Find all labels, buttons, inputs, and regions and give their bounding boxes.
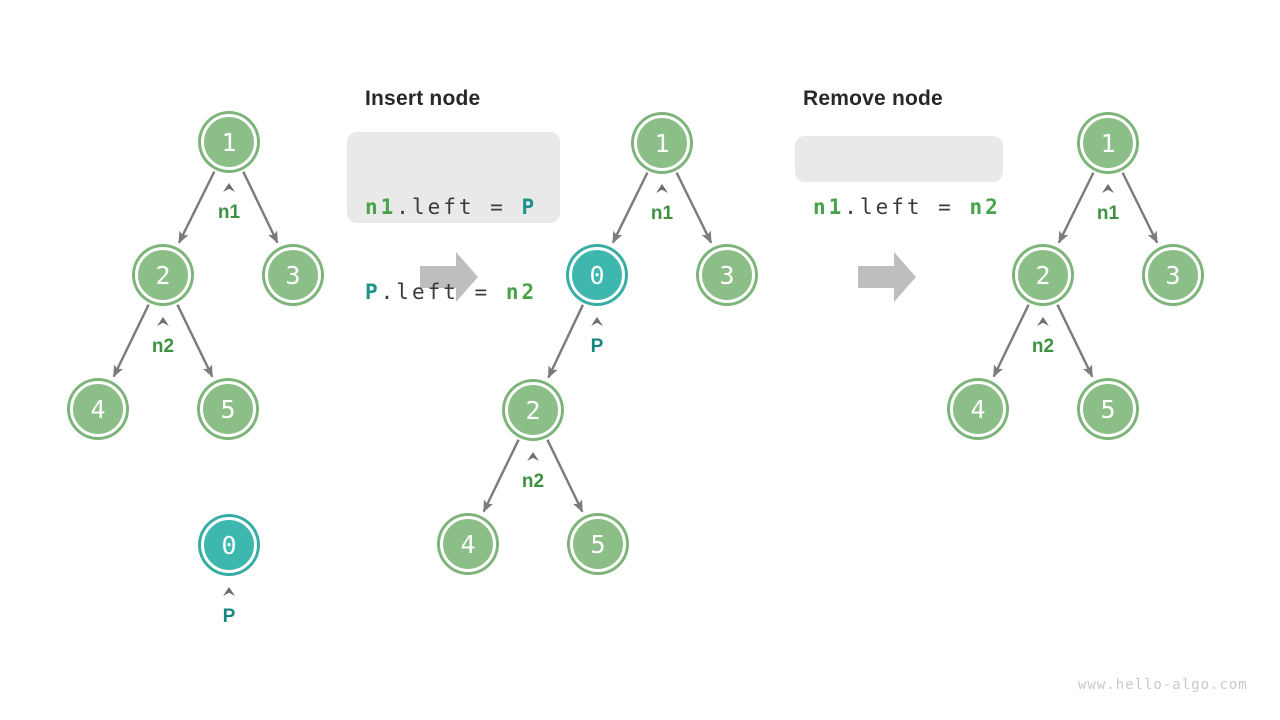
pointer-label-text: P [222, 606, 236, 627]
code-token-eq: = [474, 195, 522, 219]
node-insert-2: 2 [505, 382, 561, 438]
node-value: 0 [221, 530, 237, 560]
node-value: 3 [285, 260, 301, 290]
pointer-label-n2-remove: n2 [1013, 316, 1073, 356]
code-token-eq: = [922, 195, 970, 219]
node-before-4: 4 [70, 381, 126, 437]
pointer-label-p-insert: P [567, 316, 627, 356]
code-line: P.left = n2 [365, 274, 560, 311]
pointer-label-p-before: P [199, 586, 259, 626]
node-value: 1 [1100, 128, 1116, 158]
node-value: 2 [155, 260, 171, 290]
up-arrow-icon [223, 587, 235, 596]
code-token-n1: n1 [813, 195, 845, 219]
node-value: 2 [525, 395, 541, 425]
pointer-label-n1-insert: n1 [632, 183, 692, 223]
code-token-n1: n1 [365, 195, 397, 219]
node-value: 3 [1165, 260, 1181, 290]
node-insert-3: 3 [699, 247, 755, 303]
node-insert-1: 1 [634, 115, 690, 171]
node-value: 0 [589, 260, 605, 290]
pointer-label-text: n2 [151, 336, 175, 357]
insert-code-box: n1.left = P P.left = n2 [347, 132, 560, 304]
up-arrow-icon [527, 452, 539, 461]
up-arrow-icon [656, 184, 668, 193]
code-token-p: P [365, 280, 381, 304]
pointer-label-n2-before: n2 [133, 316, 193, 356]
node-remove-4: 4 [950, 381, 1006, 437]
up-arrow-icon [157, 317, 169, 326]
pointer-label-n2-insert: n2 [503, 451, 563, 491]
node-remove-5: 5 [1080, 381, 1136, 437]
node-value: 4 [460, 529, 476, 559]
remove-code-box: n1.left = n2 [795, 136, 1003, 219]
node-remove-1: 1 [1080, 115, 1136, 171]
node-value: 4 [970, 394, 986, 424]
node-remove-3: 3 [1145, 247, 1201, 303]
up-arrow-icon [223, 183, 235, 192]
up-arrow-icon [1037, 317, 1049, 326]
pointer-label-text: n1 [650, 203, 674, 224]
code-token-n2: n2 [505, 280, 538, 304]
code-token-eq: = [458, 280, 506, 304]
code-token-prop: .left [380, 280, 459, 304]
code-token-p: P [521, 195, 538, 219]
remove-node-title: Remove node [803, 87, 943, 110]
node-value: 1 [654, 128, 670, 158]
node-value: 3 [719, 260, 735, 290]
pointer-label-n1-remove: n1 [1078, 183, 1138, 223]
up-arrow-icon [591, 317, 603, 326]
pointer-label-text: n2 [521, 471, 545, 492]
node-before-5: 5 [200, 381, 256, 437]
node-value: 1 [221, 127, 237, 157]
insert-node-title: Insert node [365, 87, 481, 110]
up-arrow-icon [1102, 184, 1114, 193]
code-token-prop: .left [844, 195, 923, 219]
node-before-0-new: 0 [201, 517, 257, 573]
node-value: 5 [1100, 394, 1116, 424]
code-token-prop: .left [396, 195, 475, 219]
node-before-2: 2 [135, 247, 191, 303]
watermark-url: www.hello-algo.com [1078, 677, 1248, 693]
node-before-1: 1 [201, 114, 257, 170]
node-remove-2: 2 [1015, 247, 1071, 303]
pointer-label-text: n2 [1031, 336, 1055, 357]
code-line: n1.left = n2 [813, 192, 1003, 222]
pointer-label-text: P [590, 336, 604, 357]
node-insert-4: 4 [440, 516, 496, 572]
code-token-n2: n2 [969, 195, 1001, 219]
node-value: 5 [590, 529, 606, 559]
pointer-label-text: n1 [217, 202, 241, 223]
node-insert-0: 0 [569, 247, 625, 303]
node-value: 4 [90, 394, 106, 424]
node-value: 5 [220, 394, 236, 424]
node-value: 2 [1035, 260, 1051, 290]
pointer-label-text: n1 [1096, 203, 1120, 224]
pointer-label-n1-before: n1 [199, 182, 259, 222]
node-before-3: 3 [265, 247, 321, 303]
code-line: n1.left = P [365, 189, 560, 226]
node-insert-5: 5 [570, 516, 626, 572]
